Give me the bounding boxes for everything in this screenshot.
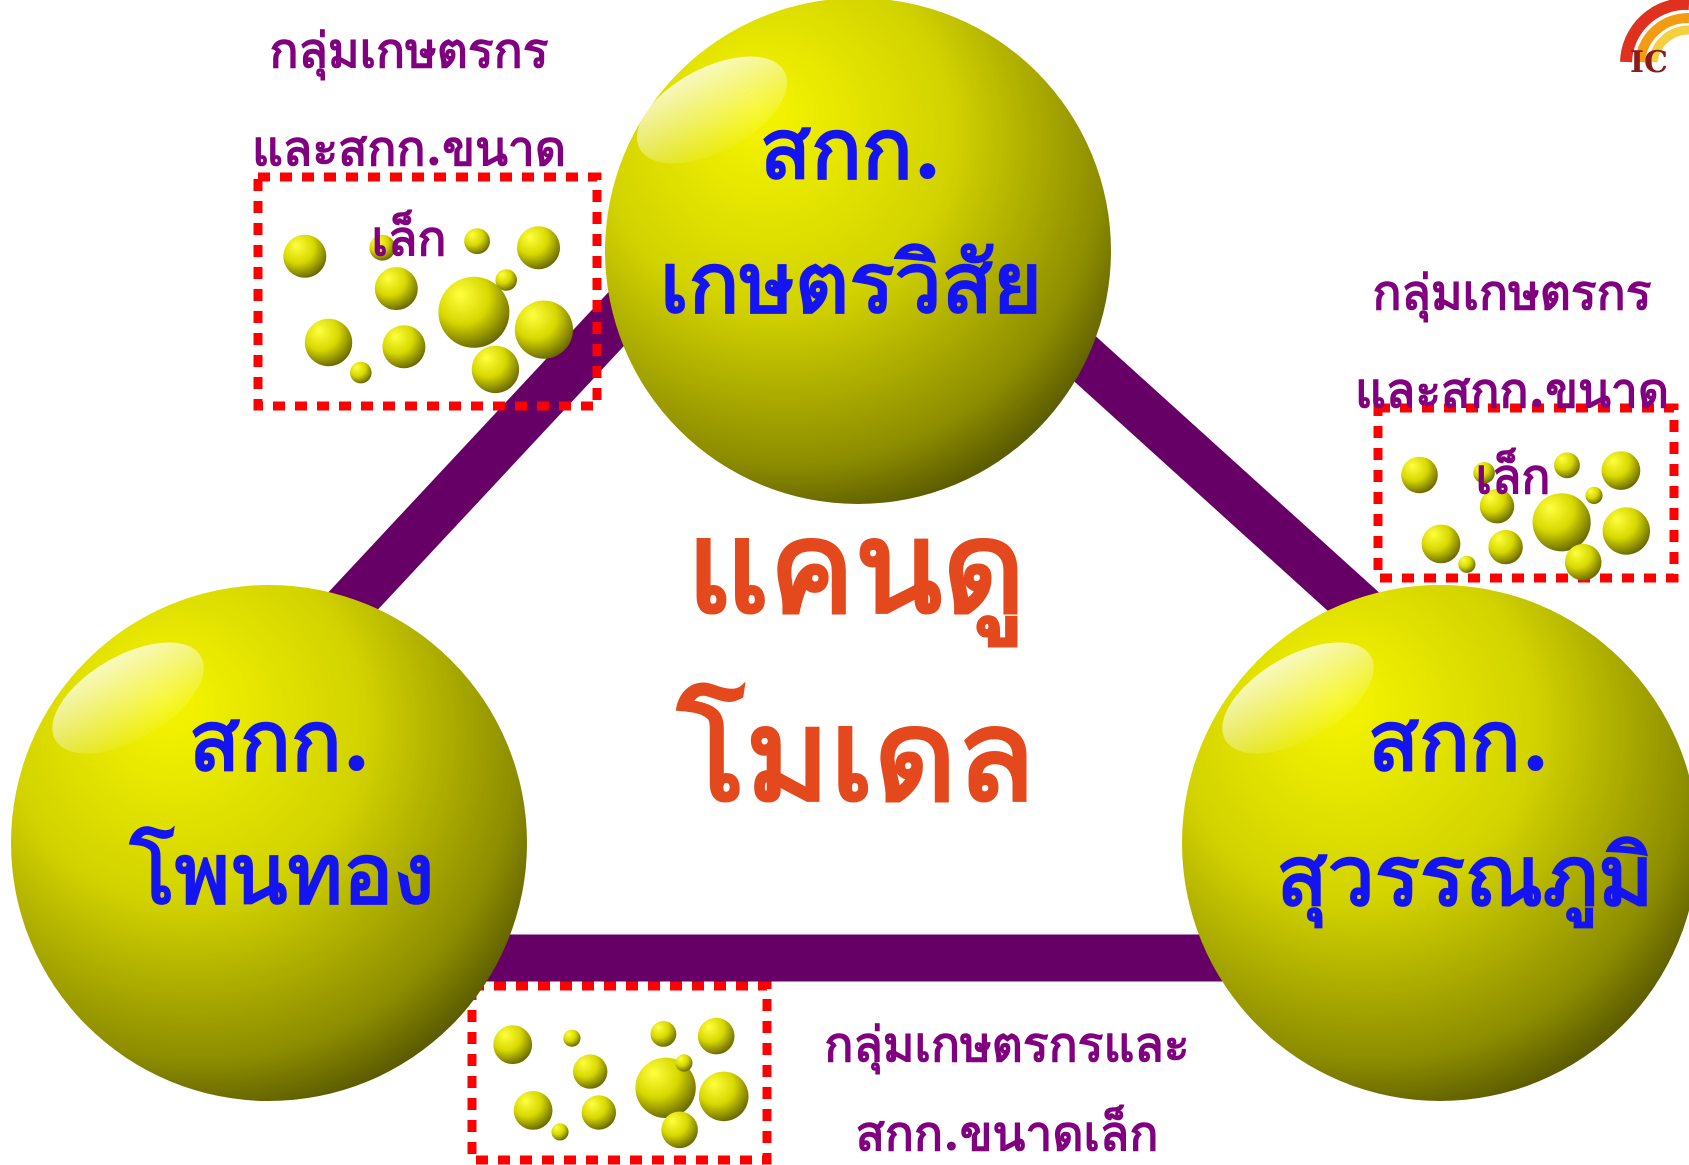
small-group-box-right xyxy=(1373,403,1679,583)
small-group-bubble xyxy=(1532,493,1591,552)
small-group-bubble xyxy=(1602,507,1651,555)
group-top-left-line1: กลุ่มเกษตรกร xyxy=(269,23,548,81)
small-group-bubble xyxy=(573,1054,608,1089)
group-right-line2: และสกก.ขนาด xyxy=(1355,363,1669,419)
sphere-highlight xyxy=(1222,642,1374,754)
group-top-left-line2: และสกก.ขนาด xyxy=(252,121,566,177)
center-title-line2: โมเดล xyxy=(675,681,1035,831)
small-group-bubble xyxy=(514,300,574,359)
node-top-line1: สกก. xyxy=(760,99,942,198)
small-group-bubble xyxy=(581,1095,616,1130)
small-group-bubble xyxy=(1479,489,1515,524)
small-group-bubble xyxy=(675,1054,693,1072)
small-group-bubble xyxy=(551,1123,569,1141)
group-right-line1: กลุ่มเกษตรกร xyxy=(1372,265,1651,323)
small-group-bubble xyxy=(563,1029,581,1047)
small-group-bubble xyxy=(464,228,490,255)
logo: IC xyxy=(1620,0,1689,80)
group-bottom-line1: กลุ่มเกษตรกรและ xyxy=(824,1017,1189,1075)
small-group-box-bottom xyxy=(467,981,772,1165)
small-group-bubble xyxy=(517,226,560,270)
small-group-bubbles xyxy=(283,226,1651,1149)
small-group-bubble xyxy=(1601,451,1641,490)
small-group-bubble xyxy=(495,269,517,291)
small-group-bubble xyxy=(635,1057,696,1119)
group-top-left-line3: เล็ก xyxy=(372,209,447,267)
sphere-highlight xyxy=(52,642,204,754)
small-group-bubble xyxy=(438,276,510,348)
node-right-line2: สุวรรณภูมิ xyxy=(1276,826,1653,929)
small-group-bubble xyxy=(1564,543,1602,581)
group-right-line3: เล็ก xyxy=(1476,447,1551,505)
small-group-bubble xyxy=(1488,529,1523,565)
node-left-line2: โพนทอง xyxy=(129,824,435,923)
small-group-bubble xyxy=(382,325,426,369)
center-title-line1: แคนดู xyxy=(687,493,1026,648)
small-group-bubble xyxy=(513,1091,553,1130)
small-group-bubble xyxy=(493,1025,533,1065)
sphere-highlight xyxy=(636,56,788,164)
small-group-bubble xyxy=(650,1021,677,1047)
small-group-bubble xyxy=(697,1017,735,1055)
small-group-bubble xyxy=(1473,462,1495,484)
small-group-bubble xyxy=(369,234,396,261)
logo-text: IC xyxy=(1630,45,1668,80)
small-group-bubble xyxy=(283,234,327,278)
small-group-bubble xyxy=(1421,524,1461,564)
small-group-bubble xyxy=(661,1111,698,1149)
node-right-line1: สกก. xyxy=(1368,691,1550,790)
group-bottom-line2: สกก.ขนาดเล็ก xyxy=(856,1104,1159,1162)
small-group-bubble xyxy=(304,318,353,367)
sphere-right xyxy=(1182,585,1689,1101)
node-top-line2: เกษตรวิสัย xyxy=(660,233,1042,332)
sphere-left xyxy=(11,585,527,1101)
small-group-box-top-left xyxy=(253,172,602,411)
sphere-top xyxy=(605,0,1111,504)
small-group-bubble xyxy=(1554,452,1580,479)
node-left-line1: สกก. xyxy=(189,691,371,790)
small-group-bubble xyxy=(698,1071,749,1122)
small-group-bubble xyxy=(350,361,372,384)
small-group-bubble xyxy=(374,267,418,311)
small-group-bubble xyxy=(1401,456,1438,494)
small-group-bubble xyxy=(1458,555,1476,573)
small-group-bubble xyxy=(1585,486,1603,504)
small-group-bubble xyxy=(471,345,520,394)
